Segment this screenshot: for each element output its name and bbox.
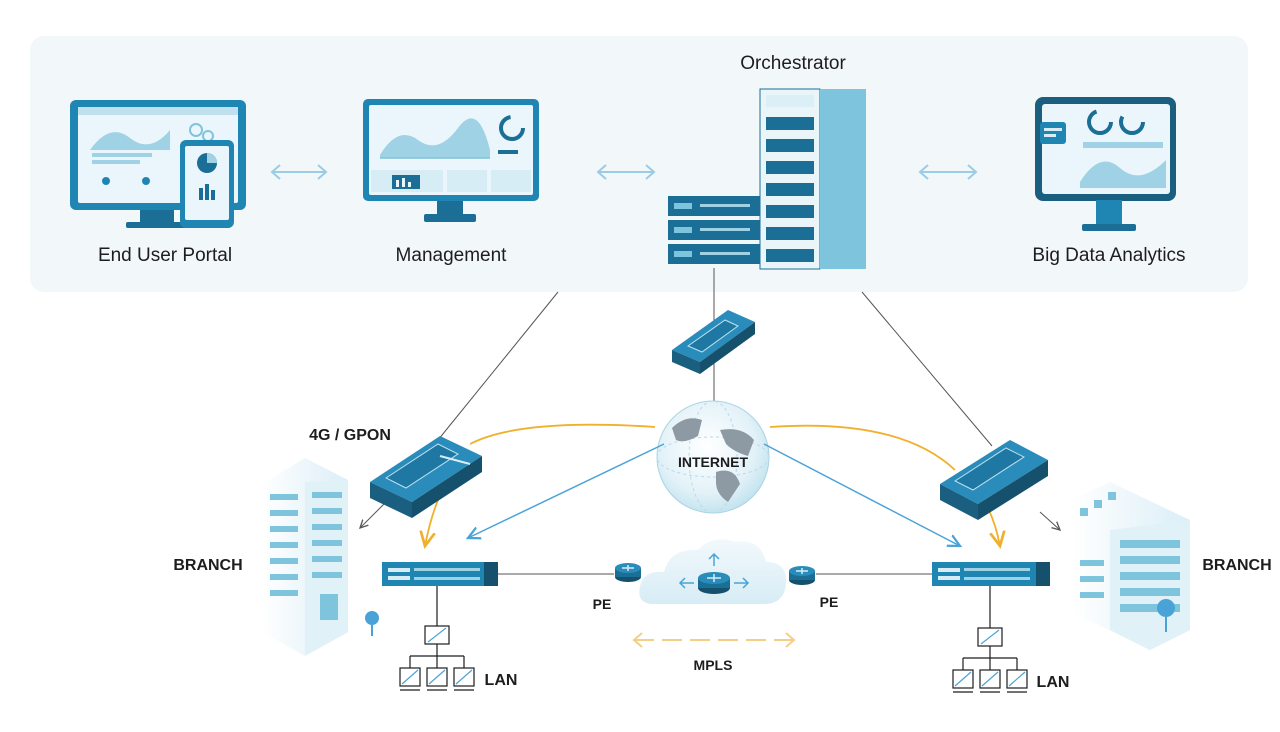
left-branch-switch-icon	[382, 562, 498, 586]
right-lan-network-icon	[952, 586, 1028, 693]
left-branch-label: BRANCH	[173, 557, 242, 574]
big-data-analytics-icon	[1035, 97, 1176, 231]
left-cpe-to-building-arrow	[360, 503, 385, 528]
internet-gateway-device-icon	[672, 310, 755, 374]
right-branch-switch-icon	[932, 562, 1050, 586]
bidirectional-arrow-icon	[918, 164, 978, 180]
orchestrator-server-rack-icon	[668, 88, 866, 270]
management-monitor-icon	[363, 99, 539, 222]
top-panel	[30, 36, 1248, 292]
right-cpe-to-building-arrow	[1039, 511, 1060, 530]
big-data-analytics-label: Big Data Analytics	[1032, 245, 1185, 266]
mpls-label: MPLS	[694, 657, 733, 673]
right-uplink-orange-arrow	[769, 424, 956, 471]
bidirectional-arrow-icon	[596, 164, 656, 180]
right-pe-router-icon	[789, 566, 815, 585]
orchestrator-to-right-cpe-line	[861, 291, 993, 447]
internet-label: INTERNET	[678, 454, 748, 470]
right-lan-label: LAN	[1037, 674, 1070, 691]
left-branch-orange-arrow	[425, 499, 439, 546]
mpls-dashed-arrow	[632, 632, 796, 648]
uplink-4g-gpon-label: 4G / GPON	[309, 427, 391, 444]
left-pe-label: PE	[593, 596, 612, 612]
internet-to-right-branch-arrow	[763, 443, 960, 546]
internet-globe-icon	[656, 400, 770, 514]
right-branch-label: BRANCH	[1202, 557, 1271, 574]
left-lan-label: LAN	[485, 672, 518, 689]
right-branch-building-icon	[1072, 482, 1190, 650]
left-branch-building-icon	[262, 458, 379, 656]
left-uplink-orange-arrow	[469, 423, 656, 445]
right-branch-orange-arrow	[987, 507, 1000, 546]
left-pe-router-icon	[615, 563, 641, 582]
left-cpe-4g-gpon-device-icon	[370, 436, 482, 518]
mpls-cloud-icon	[639, 539, 787, 604]
management-label: Management	[396, 245, 508, 266]
orchestrator-label: Orchestrator	[740, 53, 846, 74]
right-cpe-device-icon	[940, 440, 1048, 520]
bidirectional-arrow-icon	[270, 164, 328, 180]
orchestrator-to-left-cpe-line	[437, 291, 559, 441]
right-pe-label: PE	[820, 594, 839, 610]
left-lan-network-icon	[399, 586, 475, 691]
end-user-portal-icon	[70, 100, 246, 228]
end-user-portal-label: End User Portal	[98, 245, 232, 266]
internet-to-left-branch-arrow	[468, 443, 665, 538]
